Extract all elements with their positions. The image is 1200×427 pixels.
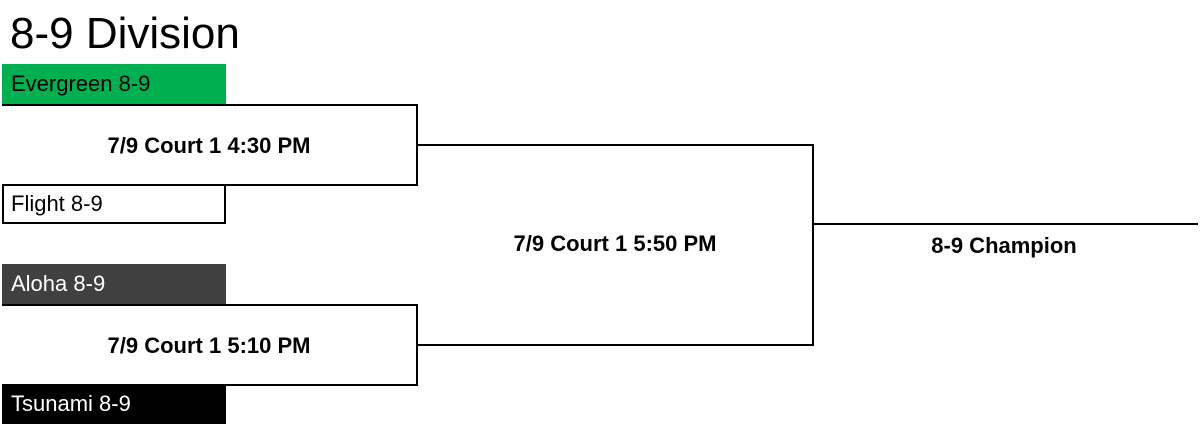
division-title: 8-9 Division (10, 9, 240, 58)
team-slot-aloha: Aloha 8-9 (2, 264, 226, 304)
team-slot-tsunami: Tsunami 8-9 (2, 384, 226, 424)
bracket-line-final (416, 144, 814, 346)
final-schedule: 7/9 Court 1 5:50 PM (513, 231, 717, 256)
game-2-schedule: 7/9 Court 1 5:10 PM (107, 333, 311, 358)
team-slot-flight: Flight 8-9 (2, 184, 226, 224)
champion-label: 8-9 Champion (931, 233, 1077, 258)
bracket-line-champion (812, 223, 1198, 225)
team-slot-evergreen: Evergreen 8-9 (2, 64, 226, 104)
game-1-schedule: 7/9 Court 1 4:30 PM (107, 133, 311, 158)
